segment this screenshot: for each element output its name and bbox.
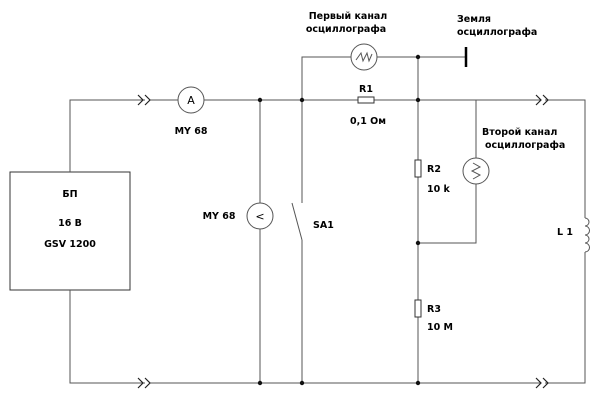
oscilloscope-channel-1: Первый канал осциллографа [301, 11, 418, 100]
r2-name: R2 [427, 164, 441, 175]
voltmeter-label: MY 68 [203, 211, 236, 222]
r1-value: 0,1 Ом [350, 116, 386, 127]
connector-top-left [137, 94, 151, 106]
ammeter: A MY 68 [175, 86, 208, 137]
power-supply: БП 16 В GSV 1200 [9, 171, 131, 291]
power-supply-model: GSV 1200 [44, 239, 96, 250]
resistor-r2: R2 10 k [414, 159, 451, 195]
inductor-l1: L 1 [557, 217, 590, 253]
inductor-label: L 1 [557, 227, 573, 238]
connector-bottom-left [137, 377, 151, 389]
osc-ch2-label-2: осциллографа [485, 140, 565, 151]
voltmeter: < MY 68 [203, 100, 274, 383]
junction-dots [257, 54, 421, 386]
r2-value: 10 k [427, 184, 451, 195]
osc-ground-label-1: Земля [457, 14, 491, 25]
r3-name: R3 [427, 304, 441, 315]
resistor-r1: R1 0,1 Ом [350, 84, 386, 127]
oscilloscope-channel-2: Второй канал осциллографа [418, 99, 565, 244]
power-supply-voltage: 16 В [58, 218, 82, 229]
voltmeter-symbol: < [255, 210, 264, 223]
r1-name: R1 [359, 84, 373, 95]
ammeter-symbol: A [187, 94, 195, 107]
r3-value: 10 M [427, 322, 453, 333]
bottom-wire [69, 252, 586, 384]
osc-ch1-label-2: осциллографа [306, 24, 386, 35]
switch-sa1: SA1 [291, 100, 334, 383]
switch-label: SA1 [313, 220, 334, 231]
connector-top-right [535, 94, 549, 106]
connector-bottom-right [535, 377, 549, 389]
oscilloscope-ground: Земля осциллографа [418, 14, 537, 67]
power-supply-box [9, 171, 131, 291]
osc-ch1-label-1: Первый канал [309, 11, 388, 22]
ammeter-label: MY 68 [175, 126, 208, 137]
top-wire [69, 99, 586, 218]
resistor-r3: R3 10 M [414, 299, 453, 333]
osc-ch2-label-1: Второй канал [482, 127, 557, 138]
osc-ground-label-2: осциллографа [457, 27, 537, 38]
power-supply-name: БП [62, 189, 77, 200]
